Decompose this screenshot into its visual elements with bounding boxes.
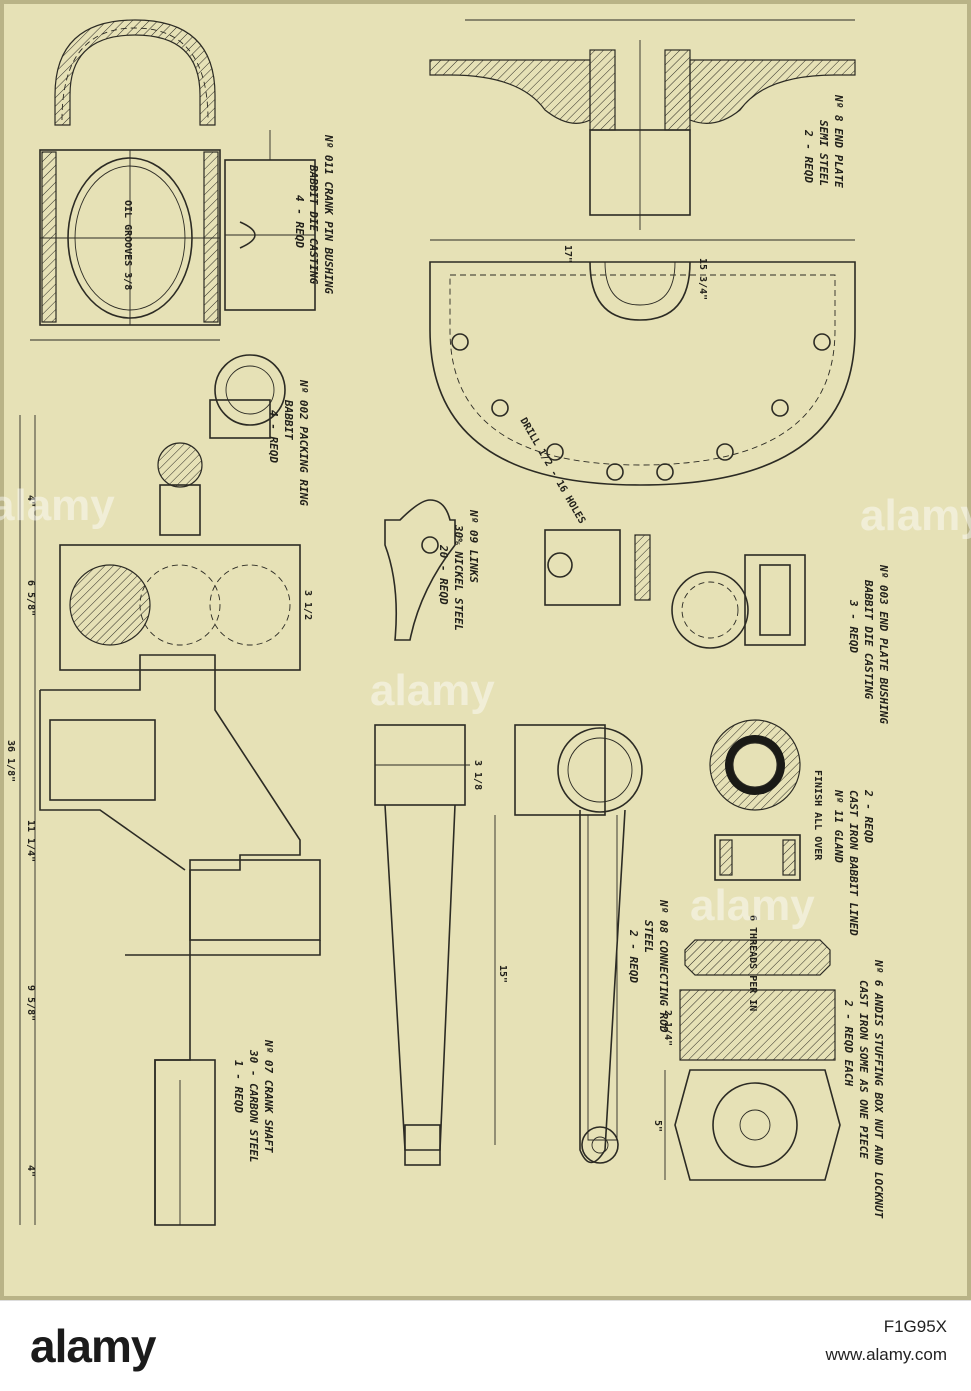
crank-dim-9: 9 5/8": [25, 985, 36, 1021]
sheet-border: [0, 0, 971, 1300]
image-id: F1G95X: [883, 1317, 947, 1336]
rod-end-detail-drawing: [544, 529, 806, 649]
threads-note: 6 THREADS PER IN: [747, 915, 758, 1011]
end-plate-dim-17: 17": [562, 245, 573, 263]
connecting-rod-drawing: [374, 724, 643, 1166]
watermark-edge: alamy: [860, 491, 971, 540]
nut-dim-2-1-4: 2 1/4": [662, 1010, 673, 1046]
crank-pin-bushing-drawing: [30, 19, 316, 341]
stuffing-box-qty: 2 - REQD EACH: [842, 999, 855, 1086]
site-url: www.alamy.com: [825, 1345, 947, 1364]
link-drawing: [384, 499, 456, 641]
stuffing-box-material: CAST IRON SOME AS ONE PIECE: [857, 980, 870, 1159]
crank-shaft-qty: 1 - REQD: [232, 1060, 245, 1113]
crank-dim-11: 11 1/4": [25, 820, 36, 862]
end-plate-drawing: [429, 19, 856, 486]
end-plate-caption: Nº 8 END PLATE: [832, 94, 845, 188]
finish-note: FINISH ALL OVER: [812, 770, 823, 861]
brand-logo: alamy: [30, 1320, 156, 1372]
link-qty: 20 - REQD: [437, 544, 450, 605]
crank-dim-3-1-2: 3 1/2: [302, 590, 313, 620]
packing-ring-material: BABBIT: [282, 399, 295, 440]
crank-dim-4-top: 4": [25, 495, 36, 507]
link-caption: Nº 09 LINKS: [467, 509, 480, 583]
packing-ring-caption: Nº 002 PACKING RING: [297, 379, 310, 506]
crank-pin-bushing-caption: Nº 011 CRANK PIN BUSHING: [322, 134, 335, 294]
watermark-right: alamy: [690, 881, 815, 930]
end-plate-qty: 2 - REQD: [802, 129, 815, 183]
stuffing-box-nut-drawing: [664, 939, 841, 1181]
connecting-rod-qty: 2 - REQD: [627, 929, 640, 983]
end-plate-dim-15-3-4: 15 3/4": [697, 258, 708, 300]
end-plate-bushing-caption: Nº 003 END PLATE BUSHING: [877, 564, 890, 724]
watermark-center: alamy: [370, 666, 495, 715]
crank-shaft-drawing: [19, 415, 321, 1226]
crank-dim-36: 36 1/8": [5, 740, 16, 782]
gland-drawing: [709, 719, 801, 881]
end-plate-material: SEMI STEEL: [817, 120, 830, 186]
crank-shaft-material: 30 - CARBON STEEL: [247, 1049, 260, 1163]
drill-note: DRILL 1/2 - 16 HOLES: [517, 416, 587, 526]
gland-material: CAST IRON BABBIT LINED: [847, 790, 860, 936]
engineering-drawing: Nº 011 CRANK PIN BUSHING BABBIT DIE CAST…: [0, 0, 971, 1300]
crank-dim-6-5-8: 6 5/8": [25, 580, 36, 616]
gland-qty: 2 - REQD: [862, 789, 875, 843]
connecting-rod-caption: Nº 08 CONNECTING ROD: [657, 899, 670, 1033]
packing-ring-drawing: [157, 354, 286, 536]
conrod-dim-15: 15": [497, 965, 508, 983]
end-plate-bushing-material: BABBIT DIE CASTING: [862, 579, 875, 700]
stock-footer: alamy F1G95X www.alamy.com: [0, 1300, 971, 1391]
gland-caption: Nº 11 GLAND: [832, 789, 845, 863]
end-plate-bushing-qty: 3 - REQD: [847, 599, 860, 653]
crank-pin-bushing-qty: 4 - REQD: [293, 195, 306, 248]
packing-ring-qty: 4 - REQD: [267, 410, 280, 463]
stuffing-box-caption: Nº 6 ANDIS STUFFING BOX NUT AND LOCKNUT: [872, 959, 885, 1219]
oil-groove-note: OIL GROOVES 3/8: [122, 200, 133, 290]
crank-shaft-caption: Nº 07 CRANK SHAFT: [262, 1039, 275, 1153]
nut-dim-5: 5": [652, 1120, 663, 1132]
link-material: 30% NICKEL STEEL: [452, 524, 465, 631]
crank-pin-bushing-material: BABBIT DIE CASTING: [307, 164, 320, 285]
connecting-rod-material: STEEL: [642, 920, 655, 953]
crank-dim-4-bot: 4": [25, 1165, 36, 1177]
watermark-left: alamy: [0, 481, 115, 530]
drawing-sheet: Nº 011 CRANK PIN BUSHING BABBIT DIE CAST…: [0, 0, 971, 1300]
conrod-dim-3-1-8: 3 1/8: [472, 760, 483, 790]
